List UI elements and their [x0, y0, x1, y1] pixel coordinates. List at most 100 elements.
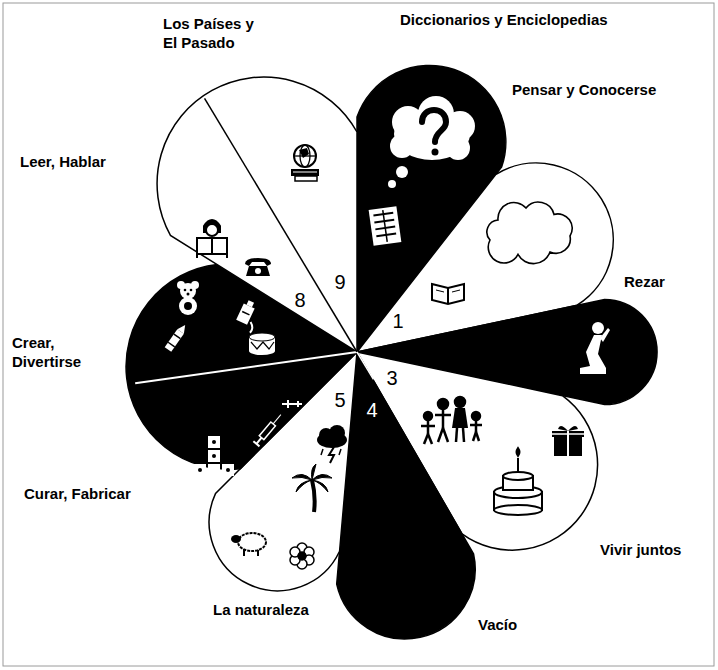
teddy-bear-icon-part: [187, 293, 190, 296]
tool-icon-part: [287, 400, 289, 408]
palm-tree-icon-part: [312, 480, 328, 492]
syringe-icon-part: [259, 422, 275, 440]
petal-divider-line: [135, 352, 357, 383]
callout-number: 4: [360, 398, 384, 422]
open-book-icon: [432, 284, 464, 304]
reader-icon-part: [226, 254, 228, 258]
family-icon-part: [443, 428, 448, 442]
category-label: Curar, Fabricar: [24, 484, 131, 503]
petal-divider-line: [205, 98, 357, 352]
family-icon-part: [421, 425, 435, 428]
crayon-icon: [165, 323, 189, 352]
building-blocks-icon-part: [194, 464, 206, 476]
petal-divider-line: [357, 352, 373, 379]
question-cloud-icon-part: [396, 166, 408, 178]
building-blocks-icon-part: [198, 468, 202, 472]
rain-cloud-icon-part: [339, 449, 341, 455]
question-cloud-icon-part: [432, 149, 439, 156]
paint-icon: [234, 299, 263, 333]
crayon-icon-part: [177, 323, 188, 334]
callout-number-holder: 9: [328, 270, 352, 294]
teddy-bear-icon-part: [180, 283, 196, 299]
flower-icon-part: [298, 552, 306, 560]
globe-icon: [291, 145, 319, 181]
teddy-bear-icon-part: [179, 297, 197, 315]
family-icon-part: [438, 428, 443, 442]
callout-number-holder: 4: [360, 398, 384, 422]
family-icon-part: [470, 424, 482, 427]
category-label-holder: Los Países y El Pasado: [163, 14, 258, 52]
sheep-icon-part: [231, 535, 241, 543]
category-label-holder: Pensar y Conocerse: [512, 80, 656, 99]
callout-number: 3: [380, 366, 404, 390]
category-label: Pensar y Conocerse: [512, 80, 656, 99]
cake-icon-part: [494, 505, 542, 515]
book-icon-part: [369, 206, 402, 246]
flower-icon: [290, 543, 314, 569]
drum-icon: [249, 333, 275, 355]
callout-number-holder: 8: [288, 288, 312, 312]
family-icon-part: [476, 432, 479, 441]
cake-icon-part: [503, 472, 533, 480]
question-cloud-icon-part: [446, 136, 470, 160]
callout-number-holder: 3: [380, 366, 404, 390]
open-book-icon-part: [452, 290, 460, 292]
building-blocks-icon: [194, 436, 234, 476]
family-icon-part: [455, 397, 465, 407]
syringe-icon-part: [253, 441, 259, 446]
palm-tree-icon-part: [312, 474, 332, 480]
petal-group: [126, 65, 657, 639]
palm-tree-icon-part: [296, 480, 312, 492]
sheep-icon-part: [238, 533, 266, 551]
question-cloud-icon-part: [388, 180, 396, 188]
globe-icon-part: [295, 176, 317, 181]
globe-icon-part: [293, 172, 317, 173]
telephone-icon: [245, 258, 271, 276]
question-cloud-icon-part: [422, 110, 446, 142]
telephone-icon-part: [245, 258, 271, 266]
globe-icon-part: [291, 169, 319, 176]
building-blocks-icon-part: [208, 450, 220, 462]
syringe-icon-part: [256, 438, 261, 444]
callout-number: 1: [386, 309, 410, 333]
book-icon-part: [383, 210, 387, 242]
flower-petal: [337, 352, 475, 639]
syringe-icon-part: [273, 415, 281, 424]
reader-icon-part: [197, 238, 227, 254]
category-label: Crear, Divertirse: [12, 333, 102, 371]
teddy-bear-icon-part: [190, 289, 193, 292]
category-label: Vacío: [478, 615, 517, 634]
reader-icon-part: [211, 238, 213, 254]
crayon-icon-part: [174, 334, 181, 339]
callout-number: 9: [328, 270, 352, 294]
family-icon-part: [428, 434, 432, 444]
palm-tree-icon: [292, 464, 332, 512]
drum-icon-part: [249, 347, 275, 355]
image-frame: [3, 3, 714, 666]
palm-tree-icon-part: [292, 474, 312, 480]
teddy-bear-icon-part: [184, 289, 187, 292]
callout-number: 5: [328, 388, 352, 412]
rain-cloud-icon-part: [329, 447, 334, 463]
category-label-holder: Leer, Hablar: [20, 152, 106, 171]
category-label-holder: Crear, Divertirse: [12, 333, 102, 371]
category-label-holder: Diccionarios y Enciclopedias: [400, 10, 608, 29]
drum-icon-part: [249, 333, 275, 341]
book-icon: [369, 206, 402, 246]
paint-icon-part: [246, 322, 254, 333]
telephone-icon-part: [255, 268, 261, 274]
praying-figure-icon-part: [600, 328, 610, 342]
tool-icon: [282, 400, 302, 408]
question-cloud-icon: [388, 96, 475, 188]
gift-icon-part: [558, 426, 578, 431]
tool-icon-part: [297, 401, 299, 407]
globe-icon-part: [299, 148, 309, 158]
family-icon-part: [435, 414, 451, 417]
thought-cloud-icon: [487, 202, 572, 264]
category-label: La naturaleza: [213, 600, 309, 619]
question-cloud-icon-part: [390, 134, 414, 158]
palm-tree-icon-part: [312, 464, 317, 480]
cake-icon: [494, 448, 542, 515]
